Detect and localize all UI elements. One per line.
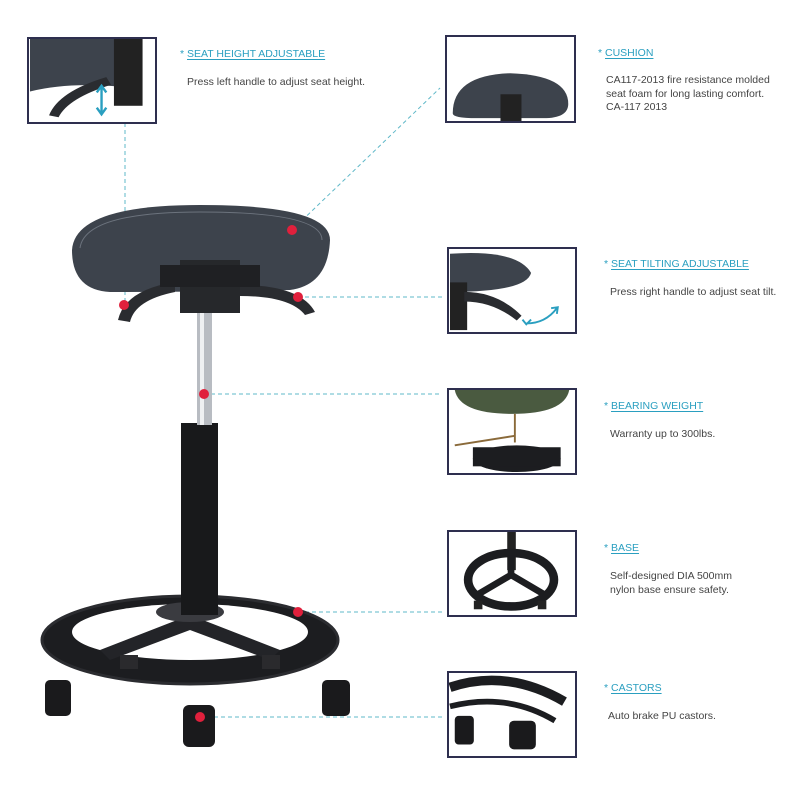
cushion-image xyxy=(445,35,576,123)
feature-desc: Auto brake PU castors. xyxy=(608,710,716,722)
feature-title: * CASTORS xyxy=(604,682,662,694)
feature-title: * SEAT TILTING ADJUSTABLE xyxy=(604,258,749,270)
base-image xyxy=(447,530,577,617)
feature-desc: Press left handle to adjust seat height. xyxy=(187,76,366,88)
feature-desc: Press right handle to adjust seat tilt. xyxy=(610,286,777,298)
seat-height-image xyxy=(27,37,157,124)
bearing-weight-image xyxy=(447,388,577,475)
castors-image xyxy=(447,671,577,758)
callout-dots xyxy=(119,225,303,722)
feature-title: * SEAT HEIGHT ADJUSTABLE xyxy=(180,48,326,60)
feature-desc: Warranty up to 300lbs. xyxy=(610,428,716,440)
seat xyxy=(72,205,330,322)
seat-tilt-image xyxy=(447,247,577,334)
feature-title: * CUSHION xyxy=(598,47,654,59)
gas-cylinder xyxy=(181,310,218,615)
feature-title: * BEARING WEIGHT xyxy=(604,400,704,412)
feature-title: * BASE xyxy=(604,542,640,554)
stool-base xyxy=(40,594,350,747)
